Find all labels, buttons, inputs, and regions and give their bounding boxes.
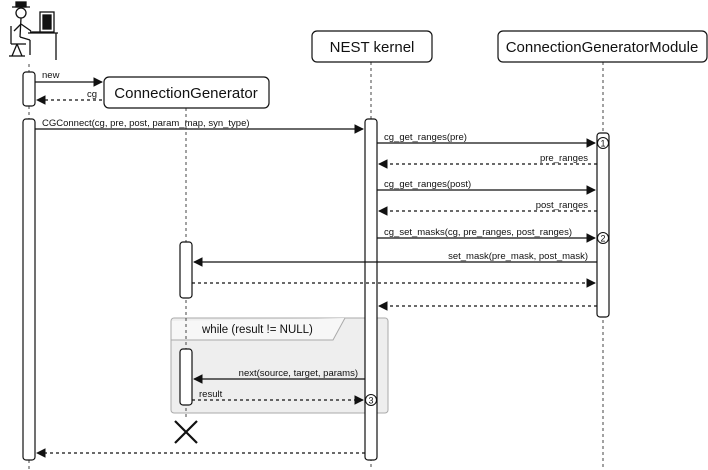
destroy-x-icon xyxy=(174,420,198,444)
markers: 1 2 3 xyxy=(365,137,609,406)
msg-post-ranges-label: post_ranges xyxy=(536,200,589,211)
msg-result-label: result xyxy=(199,389,223,400)
msg-next-label: next(source, target, params) xyxy=(239,368,358,379)
loop-label: while (result != NULL) xyxy=(201,324,313,336)
cg-activation-next xyxy=(179,348,193,406)
user-activation-new xyxy=(22,71,36,107)
message-labels: new cg CGConnect(cg, pre, post, param_ma… xyxy=(42,70,588,400)
msg-pre-ranges-label: pre_ranges xyxy=(540,153,588,164)
user-activation-connect xyxy=(22,118,36,461)
marker-2: 2 xyxy=(597,232,609,244)
marker-1-label: 1 xyxy=(600,139,605,149)
msg-get-ranges-pre-label: cg_get_ranges(pre) xyxy=(384,132,467,143)
activations xyxy=(22,71,610,461)
nest-kernel-header: NEST kernel xyxy=(311,30,433,63)
loop-frame: while (result != NULL) xyxy=(170,317,389,414)
marker-2-label: 2 xyxy=(600,234,605,244)
kernel-activation xyxy=(364,118,378,461)
connection-generator-title: ConnectionGenerator xyxy=(114,85,257,102)
user-actor-icon xyxy=(9,1,58,60)
connection-generator-header: ConnectionGenerator xyxy=(103,76,270,109)
msg-set-mask-label: set_mask(pre_mask, post_mask) xyxy=(448,251,588,262)
cg-activation-mask xyxy=(179,241,193,299)
messages xyxy=(35,77,597,458)
msg-cg-label: cg xyxy=(87,89,97,100)
marker-3-label: 3 xyxy=(368,396,373,406)
msg-get-ranges-post-label: cg_get_ranges(post) xyxy=(384,179,471,190)
marker-1: 1 xyxy=(597,137,609,149)
msg-cgconnect-label: CGConnect(cg, pre, post, param_map, syn_… xyxy=(42,118,250,129)
marker-3: 3 xyxy=(365,394,377,406)
msg-new-label: new xyxy=(42,70,60,81)
cg-module-header: ConnectionGeneratorModule xyxy=(497,30,708,63)
cg-module-title: ConnectionGeneratorModule xyxy=(506,39,699,56)
cg-module-activation xyxy=(596,132,610,318)
msg-set-masks-label: cg_set_masks(cg, pre_ranges, post_ranges… xyxy=(384,227,572,238)
nest-kernel-title: NEST kernel xyxy=(330,39,415,56)
